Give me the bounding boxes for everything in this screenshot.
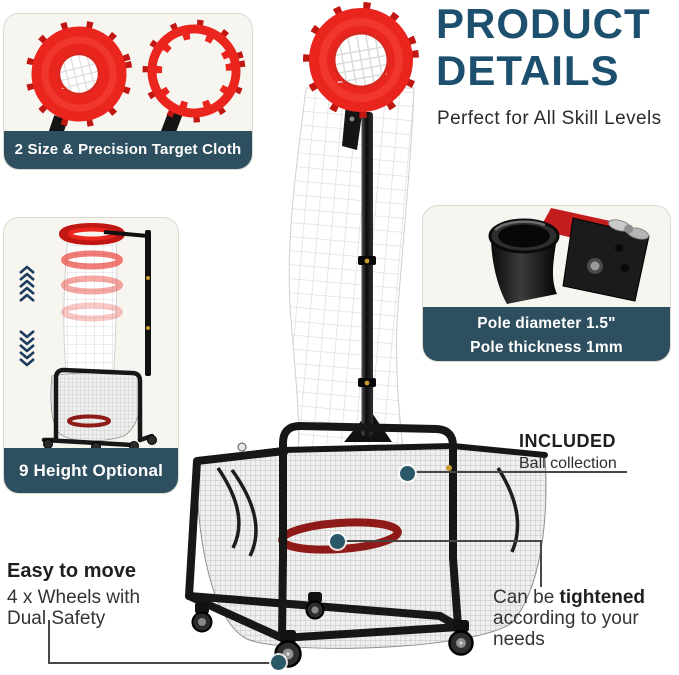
page-title-line2: DETAILS	[436, 47, 620, 94]
height-optional-card: 9 Height Optional	[3, 217, 179, 494]
tighten-bold-word: tightened	[559, 587, 646, 608]
ball-collection-label: Ball collection	[519, 455, 617, 472]
pole-spec-card: Pole diameter 1.5" Pole thickness 1mm	[422, 205, 671, 362]
page-title: PRODUCT DETAILS	[436, 0, 651, 94]
arrow-down-icon	[19, 330, 35, 367]
wheels-connector-line-h	[48, 662, 272, 664]
arrow-up-icon	[19, 265, 35, 302]
pole-clamp-photo	[488, 208, 650, 304]
height-adjust-illustration	[19, 223, 157, 450]
net-sleeve	[288, 87, 415, 469]
tighten-dot	[330, 534, 345, 549]
pole-thickness-text: Pole thickness 1mm	[470, 339, 623, 357]
height-optional-badge: 9 Height Optional	[4, 448, 178, 493]
tighten-connector-line-h	[337, 540, 541, 542]
wing-nut	[608, 219, 650, 240]
tighten-callout: Can be tightened according to your needs	[493, 587, 663, 650]
cart-frame	[185, 422, 463, 642]
target-ring	[303, 2, 419, 118]
wheels-line1: 4 x Wheels with	[7, 587, 141, 608]
target-cloth-badge: 2 Size & Precision Target Cloth	[4, 131, 252, 169]
pole	[342, 103, 392, 442]
wheels-connector-line-v	[48, 620, 50, 663]
pole-spec-badge: Pole diameter 1.5" Pole thickness 1mm	[423, 307, 670, 361]
wheels-callout: Easy to move 4 x Wheels with Dual Safety	[7, 560, 140, 629]
tighten-line1: Can be tightened	[493, 587, 663, 608]
easy-to-move-label: Easy to move	[7, 560, 136, 582]
page-subtitle: Perfect for All Skill Levels	[437, 108, 662, 129]
ball-collection-callout: INCLUDED Ball collection	[519, 431, 617, 473]
pole-diameter-text: Pole diameter 1.5"	[477, 315, 616, 332]
included-label: INCLUDED	[519, 431, 616, 451]
wheels-dot	[271, 655, 286, 670]
ball-collection-connector-line	[406, 471, 627, 473]
wheels-line2: Dual Safety	[7, 608, 106, 629]
target-cloth-card: 2 Size & Precision Target Cloth	[3, 13, 253, 170]
tighten-line3: needs	[493, 629, 545, 650]
caster-wheels	[191, 592, 474, 668]
mini-cart	[41, 367, 157, 450]
ball-collection-dot	[400, 466, 415, 481]
two-target-rings-icon	[25, 19, 246, 133]
tighten-connector-line-v	[540, 540, 542, 587]
page-title-line1: PRODUCT	[436, 0, 651, 47]
tighten-line2: according to your	[493, 608, 639, 629]
tighten-prefix: Can be	[493, 587, 560, 608]
